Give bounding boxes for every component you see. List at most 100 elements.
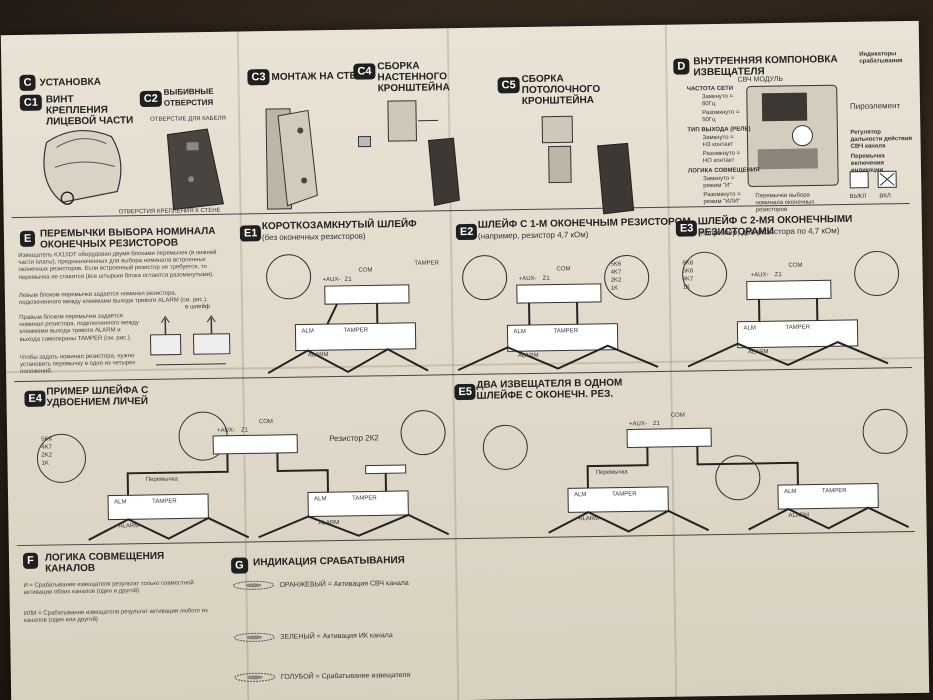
board-layout-drawing (746, 84, 839, 187)
section-e5: E5 ДВА ИЗВЕЩАТЕЛЯ В ОДНОМ ШЛЕЙФЕ С ОКОНЕ… (1, 21, 919, 534)
paper-fold (236, 31, 250, 700)
para-or: ИЛИ = Срабатывание извещателя результат … (23, 608, 208, 625)
label-hole-cable: ОТВЕРСТИЕ ДЛЯ КАБЕЛЯ (150, 115, 226, 123)
section-c: C УСТАНОВКА C1 ВИНТ КРЕПЛЕНИЯ ЛИЦЕВОЙ ЧА… (1, 21, 919, 205)
section-badge: C5 (497, 77, 520, 94)
label-tamper: TAMPER (821, 488, 847, 495)
label-z1: Z1 (652, 420, 661, 428)
wiring-diagram: +AUX- Z1 COM ALM TAMPER ALARM TAMPER (266, 244, 440, 374)
section-badge: C2 (139, 90, 162, 108)
wall-bracket-drawing (357, 100, 460, 207)
label-v5: 5K6 (41, 436, 52, 443)
label-aux: +AUX- (628, 421, 647, 428)
label-and: Замкнуто = режим "И" (703, 175, 735, 190)
para-and: И = Срабатывание извещателя результат то… (23, 580, 194, 597)
section-badge: C4 (353, 63, 376, 80)
section-title: ШЛЕЙФ С 1-М ОКОНЕЧНЫМ РЕЗИСТОРОМ (477, 216, 691, 231)
label-jumper: Перемычка (595, 469, 628, 476)
wiring-diagram: +AUX- Z1 COM 5K6 4K7 2K2 1K ALM TAMPER A… (456, 243, 659, 372)
label-v6: 6K8 (682, 260, 694, 267)
label-tamper: TAMPER (553, 328, 579, 335)
orange-led-icon (232, 580, 274, 590)
indication-jumper-icons (849, 170, 897, 189)
wiring-diagram: +AUX- Z1 COM 6K8 5K6 4K7 1K ALM TAMPER A… (676, 239, 908, 368)
label-alarm: ALARM (788, 512, 810, 519)
section-title: ЛОГИКА СОВМЕЩЕНИЯ КАНАЛОВ (44, 550, 165, 575)
para-e4: Чтобы задать номинал резистора, нужно ус… (19, 353, 136, 376)
label-alm: ALM (301, 328, 314, 335)
section-e1: E1 КОРОТКОЗАМКНУТЫЙ ШЛЕЙФ (без оконечных… (1, 21, 919, 374)
blue-led-icon (234, 672, 276, 682)
label-v5: 5K6 (682, 268, 694, 275)
label-jumper: Перемычка (145, 476, 178, 484)
label-freq: ЧАСТОТА СЕТИ (686, 85, 734, 93)
section-c3: C3 МОНТАЖ НА СТЕНУ (1, 21, 919, 210)
section-d: D ВНУТРЕННЯЯ КОМПОНОВКА ИЗВЕЩАТЕЛЯ Индик… (1, 21, 919, 213)
label-hole-wall: ОТВЕРСТИЯ КРЕПЛЕНИЯ К СТЕНЕ (118, 207, 221, 216)
section-f: F ЛОГИКА СОВМЕЩЕНИЯ КАНАЛОВ И = Срабатыв… (1, 21, 919, 624)
label-tamper: TAMPER (152, 498, 177, 505)
label-z1: Z1 (344, 276, 352, 283)
section-badge: C1 (19, 94, 43, 111)
label-v-shleif: в шлейф (185, 304, 210, 311)
label-alm: ALM (114, 499, 127, 506)
label-alm: ALM (784, 488, 797, 496)
label-v4: 4K7 (610, 269, 622, 276)
label-tamper: TAMPER (414, 260, 440, 267)
wiring-lines (266, 254, 429, 374)
para-e2: Левым блоком перемычки задается номинал … (18, 290, 208, 307)
label-com: COM (258, 419, 273, 426)
label-v1: 1K (682, 284, 691, 291)
wiring-lines (36, 410, 450, 541)
label-com: COM (358, 267, 373, 274)
label-50hz: Разомкнуто = 50Гц (702, 109, 740, 124)
para-e3: Правым блоком перемычки задается номинал… (19, 313, 139, 343)
green-led-icon (233, 632, 275, 642)
label-or: Разомкнуто = режим "ИЛИ" (703, 191, 741, 206)
label-aux: +AUX- (750, 272, 769, 279)
label-res2k2: Резистор 2К2 (329, 433, 379, 444)
label-alarm: ALARM (578, 515, 600, 523)
section-title: СБОРКА ПОТОЛОЧНОГО КРОНШТЕЙНА (521, 73, 601, 108)
instruction-sheet: C УСТАНОВКА C1 ВИНТ КРЕПЛЕНИЯ ЛИЦЕВОЙ ЧА… (0, 20, 930, 700)
label-z1: Z1 (240, 427, 249, 434)
label-logic: ЛОГИКА СОВМЕЩЕНИЯ (687, 167, 760, 175)
section-title: ПЕРЕМЫЧКИ ВЫБОРА НОМИНАЛА ОКОНЕЧНЫХ РЕЗИ… (39, 225, 216, 251)
section-title: ВЫБИВНЫЕ ОТВЕРСТИЯ (163, 86, 214, 108)
label-alm: ALM (743, 325, 756, 332)
section-badge: E (19, 230, 36, 247)
label-no: Разомкнуто = НО контакт (702, 150, 741, 165)
ceiling-bracket-drawing (541, 115, 635, 215)
label-out-type: ТИП ВЫХОДА (РЕЛЕ) (687, 126, 751, 134)
wall-mount-drawing (265, 108, 318, 210)
label-alarm: ALARM (307, 352, 329, 359)
label-com: COM (788, 262, 803, 269)
para-e1: Извещатель KX15DT оборудован двумя блока… (18, 249, 217, 281)
label-v4: 4K7 (41, 444, 52, 451)
label-tamper: TAMPER (612, 491, 637, 498)
section-badge: E1 (239, 225, 262, 242)
label-indicators: Индикаторы срабатывания (859, 51, 903, 65)
section-e: E ПЕРЕМЫЧКИ ВЫБОРА НОМИНАЛА ОКОНЕЧНЫХ РЕ… (1, 21, 919, 375)
section-badge: C3 (247, 69, 270, 86)
label-alarm: ALARM (747, 349, 769, 356)
label-com: COM (670, 412, 685, 419)
label-com: COM (556, 266, 571, 273)
label-60hz: Замкнуто = 60Гц (701, 93, 734, 108)
label-v1: 1K (41, 460, 49, 467)
label-aux: +AUX- (518, 275, 537, 283)
label-pyro: Пироэлемент (849, 101, 901, 111)
label-alm: ALM (574, 492, 587, 499)
section-e2: E2 ШЛЕЙФ С 1-М ОКОНЕЧНЫМ РЕЗИСТОРОМ (нап… (1, 21, 919, 372)
section-badge: D (673, 58, 690, 75)
section-c5: C5 СБОРКА ПОТОЛОЧНОГО КРОНШТЕЙНА (1, 21, 919, 215)
section-g: G ИНДИКАЦИЯ СРАБАТЫВАНИЯ ОРАНЖЕВЫЙ = Акт… (1, 21, 919, 682)
section-title: ИНДИКАЦИЯ СРАБАТЫВАНИЯ (253, 554, 405, 569)
section-badge: F (22, 552, 38, 569)
section-c2: C2 ВЫБИВНЫЕ ОТВЕРСТИЯ ОТВЕРСТИЕ ДЛЯ КАБЕ… (1, 21, 919, 216)
label-green: ЗЕЛЕНЫЙ = Активация ИК канала (280, 632, 393, 641)
section-subtitle: (без оконечных резисторов) (261, 231, 366, 243)
section-c4: C4 СБОРКА НАСТЕННОГО КРОНШТЕЙНА (1, 21, 919, 207)
section-e4: E4 ПРИМЕР ШЛЕЙФА С УДВОЕНИЕМ ЛИЧЕЙ +AUX-… (1, 21, 919, 541)
label-alarm: ALARM (318, 519, 340, 527)
